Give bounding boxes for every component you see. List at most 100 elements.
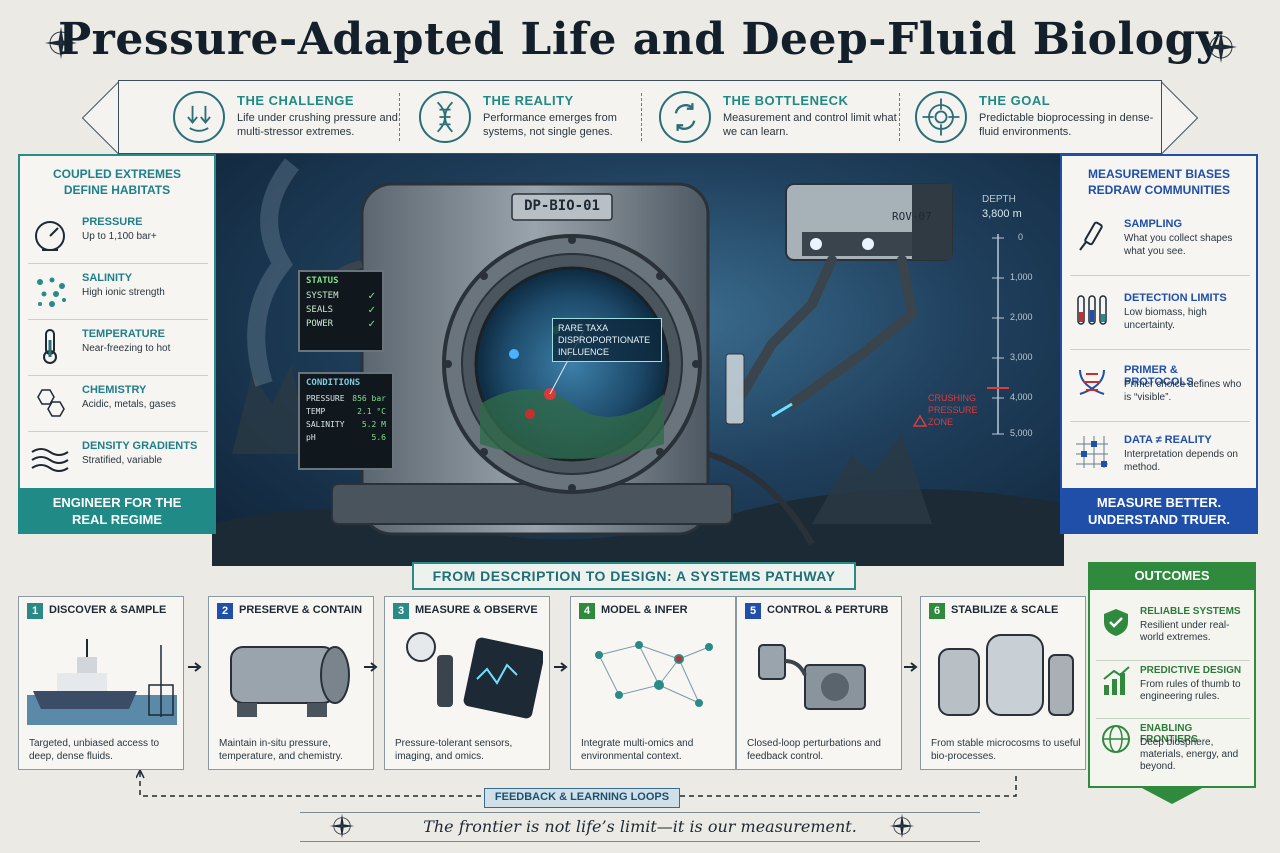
sensor-tablet-icon <box>406 632 543 719</box>
step-preserve-contain: 2 PRESERVE & CONTAIN Maintain in-situ pr… <box>208 596 374 770</box>
outcome-heading: RELIABLE SYSTEMS <box>1140 606 1241 617</box>
grid-data-icon <box>1076 436 1108 468</box>
step-number: 2 <box>217 603 233 619</box>
extreme-item: TEMPERATURE Near-freezing to hot <box>28 320 208 376</box>
arrow-right-icon <box>554 662 568 672</box>
outcome-heading: PREDICTIVE DESIGN <box>1140 665 1242 676</box>
condition-value: 5.2 M <box>361 420 386 429</box>
tagline: The frontier is not life’s limit—it is o… <box>300 812 980 842</box>
arrow-right-icon <box>904 662 918 672</box>
depth-tick: 3,000 <box>1010 352 1033 362</box>
step-heading: STABILIZE & SCALE <box>951 604 1059 616</box>
step-text: Maintain in-situ pressure, temperature, … <box>219 738 343 762</box>
dna-icon <box>419 91 471 143</box>
banner-heading: THE CHALLENGE <box>237 93 354 108</box>
item-heading: DETECTION LIMITS <box>1124 292 1227 304</box>
step-heading: MODEL & INFER <box>601 604 688 616</box>
step-heading: DISCOVER & SAMPLE <box>49 604 167 616</box>
sampler-icon <box>1079 221 1103 251</box>
banner-bottleneck: THE BOTTLENECK Measurement and control l… <box>659 89 897 147</box>
waves-icon <box>31 448 69 472</box>
item-heading: CHEMISTRY <box>82 384 147 396</box>
engineer-footer: ENGINEER FOR THE REAL REGIME <box>18 488 216 534</box>
outcome-heading: ENABLING FRONTIERS <box>1140 723 1198 745</box>
item-heading: SALINITY <box>82 272 133 284</box>
status-row: SEALS <box>306 305 334 315</box>
depth-label: DEPTH <box>982 194 1016 205</box>
outcome-item: PREDICTIVE DESIGN From rules of thumb to… <box>1096 660 1250 718</box>
globe-icon <box>1102 725 1130 753</box>
extreme-item: PRESSURE Up to 1,100 bar+ <box>28 208 208 264</box>
network-graph-icon <box>595 641 713 707</box>
conditions-heading: CONDITIONS <box>306 378 361 388</box>
status-panel: STATUS SYSTEM✓ SEALS✓ POWER✓ <box>298 270 384 352</box>
step-measure-observe: 3 MEASURE & OBSERVE Pressure-tolerant se… <box>384 596 550 770</box>
step-text: Integrate multi-omics and environmental … <box>581 738 694 762</box>
bias-item: SAMPLING What you collect shapes what yo… <box>1070 210 1250 276</box>
banner-text: Measurement and control limit what we ca… <box>723 112 897 138</box>
depth-tick: 0 <box>1018 232 1024 242</box>
banner-text: Predictable bioprocessing in dense-fluid… <box>979 112 1154 138</box>
item-heading: SAMPLING <box>1124 218 1183 230</box>
item-text: Acidic, metals, gases <box>82 399 176 410</box>
bias-item: PRIMER & PROTOCOLS Primer choice defines… <box>1070 356 1250 422</box>
check-icon: ✓ <box>367 291 376 302</box>
depth-value: 3,800 m <box>982 208 1022 220</box>
arrow-right-icon <box>364 662 378 672</box>
crushing-zone-label: CRUSHING PRESSURE ZONE <box>928 393 978 427</box>
step-number: 5 <box>745 603 761 619</box>
step-heading: PRESERVE & CONTAIN <box>239 604 363 616</box>
depth-tick: 4,000 <box>1010 392 1033 402</box>
bar-chart-up-icon <box>1103 666 1130 695</box>
check-icon: ✓ <box>367 305 376 316</box>
extreme-item: SALINITY High ionic strength <box>28 264 208 320</box>
feedback-loop-lines <box>136 770 1017 797</box>
measurement-biases-panel: MEASUREMENT BIASES REDRAW COMMUNITIES SA… <box>1060 154 1258 534</box>
banner-heading: THE BOTTLENECK <box>723 93 849 108</box>
step-text: Closed-loop perturbations and feedback c… <box>747 738 881 762</box>
depth-tick: 1,000 <box>1010 272 1033 282</box>
outcomes-heading: OUTCOMES <box>1090 562 1254 590</box>
step-text: Targeted, unbiased access to deep, dense… <box>29 738 160 762</box>
outcome-text: From rules of thumb to engineering rules… <box>1140 679 1241 702</box>
item-text: Primer choice defines who is “visible”. <box>1124 379 1242 403</box>
step-discover-sample: 1 DISCOVER & SAMPLE Targeted, unbiased a… <box>18 596 184 770</box>
step-heading: CONTROL & PERTURB <box>767 604 889 616</box>
item-heading: DATA ≠ REALITY <box>1124 434 1212 446</box>
condition-value: 2.1 °C <box>357 407 386 416</box>
depth-tick: 5,000 <box>1010 428 1033 438</box>
status-heading: STATUS <box>306 276 339 286</box>
item-text: Stratified, variable <box>82 455 163 466</box>
condition-label: TEMP <box>306 407 326 416</box>
pressure-chamber-icon <box>230 646 350 717</box>
step-stabilize-scale: 6 STABILIZE & SCALE From stable microcos… <box>920 596 1086 770</box>
item-heading: TEMPERATURE <box>82 328 165 340</box>
item-heading: PRESSURE <box>82 216 143 228</box>
shield-check-icon <box>1104 609 1128 636</box>
compass-rose-icon <box>1205 31 1237 63</box>
condition-label: SALINITY <box>306 420 345 429</box>
outcome-text: Deep biosphere, materials, energy, and b… <box>1140 737 1239 772</box>
compass-rose-icon <box>45 27 77 59</box>
research-ship-icon <box>27 639 177 725</box>
cycle-arrows-icon <box>659 91 711 143</box>
outcome-text: Resilient under real-world extremes. <box>1140 620 1230 643</box>
pathway-title: FROM DESCRIPTION TO DESIGN: A SYSTEMS PA… <box>412 562 856 590</box>
pump-valve-icon <box>758 644 866 710</box>
item-text: What you collect shapes what you see. <box>1124 233 1233 257</box>
bioreactor-tanks-icon <box>938 634 1074 716</box>
compass-rose-icon <box>889 813 915 839</box>
step-model-infer: 4 MODEL & INFER Integrate multi-omics an… <box>570 596 736 770</box>
panel-heading: MEASUREMENT BIASES REDRAW COMMUNITIES <box>1087 167 1230 197</box>
item-heading: DENSITY GRADIENTS <box>82 440 198 452</box>
coupled-extremes-panel: COUPLED EXTREMES DEFINE HABITATS PRESSUR… <box>18 154 216 534</box>
outcome-item: RELIABLE SYSTEMS Resilient under real-wo… <box>1096 602 1250 660</box>
step-text: From stable microcosms to useful bio-pro… <box>931 738 1081 762</box>
check-icon: ✓ <box>367 319 376 330</box>
arrow-right-icon <box>188 662 202 672</box>
measure-better-footer: MEASURE BETTER. UNDERSTAND TRUER. <box>1060 488 1258 534</box>
item-text: Low biomass, high uncertainty. <box>1124 307 1207 331</box>
outcomes-arrow-icon <box>1138 786 1206 804</box>
item-heading: PRIMER & PROTOCOLS <box>1124 364 1194 388</box>
